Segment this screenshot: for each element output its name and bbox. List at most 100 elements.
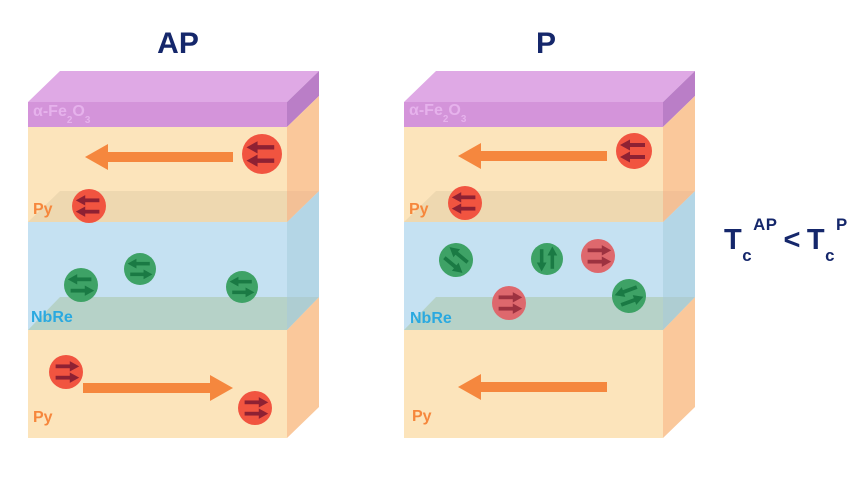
spin-arrow-icon [614, 285, 638, 297]
py-bottom-topface-band [28, 297, 287, 330]
pair-circle [492, 286, 526, 320]
nbre-side-face [663, 191, 695, 330]
spin-arrow-icon [127, 258, 150, 269]
spin-arrow-icon [246, 154, 275, 167]
triplet-pair-icon [616, 133, 652, 169]
pair-circle [448, 186, 482, 220]
nbre-topface-band-side [287, 191, 319, 222]
singlet-pair-icon [531, 243, 563, 275]
hematite-side-face [287, 71, 319, 127]
triplet-pair-icon [581, 239, 615, 273]
pair-circle [242, 134, 282, 174]
spin-arrow-icon [244, 397, 269, 408]
pair-circle [49, 355, 83, 389]
spin-arrow-icon [246, 141, 275, 154]
spin-arrow-icon [547, 246, 558, 269]
py-bottom-side-face [287, 297, 319, 438]
tc-right-sup: P [835, 214, 848, 234]
label-py-bottom-ap: Py [33, 409, 53, 426]
hematite-sub3: 3 [460, 113, 467, 125]
spin-arrow-icon [620, 139, 645, 151]
label-hematite-ap: α-Fe2O3 [33, 103, 90, 125]
label-py-top-p: Py [409, 201, 429, 218]
spin-arrow-icon [130, 269, 153, 280]
label-nbre-p: NbRe [410, 310, 452, 327]
spin-arrow-icon [498, 292, 523, 303]
triplet-pair-icon [448, 186, 482, 220]
hematite-text: α-Fe [409, 102, 443, 119]
nbre-topface-band [28, 191, 287, 222]
spin-arrow-icon [443, 256, 463, 273]
hematite-side-face [663, 71, 695, 127]
spin-arrow-icon [75, 195, 100, 206]
singlet-pair-icon [226, 271, 258, 303]
tc-inequality: TcAP<TcP [724, 216, 848, 263]
pair-circle [124, 253, 156, 285]
spin-arrow-icon [449, 247, 469, 264]
spin-arrow-icon [55, 372, 80, 383]
magnetization-arrow-icon [458, 374, 607, 400]
less-than-sign: < [783, 224, 801, 256]
singlet-pair-icon [124, 253, 156, 285]
pair-circle [226, 271, 258, 303]
hematite-top-face [404, 71, 695, 102]
magnetization-arrow-icon [458, 143, 607, 169]
tc-left-sub: c [742, 245, 753, 265]
spin-arrow-icon [498, 303, 523, 314]
hematite-front-face [28, 102, 287, 127]
triplet-pair-icon [238, 391, 272, 425]
spin-arrow-icon [587, 256, 612, 267]
tc-left-base: T [724, 224, 743, 256]
nbre-topface-band-side [663, 191, 695, 222]
tc-left-sup: AP [753, 214, 778, 234]
pair-circle [238, 391, 272, 425]
py-top-side-face [663, 96, 695, 222]
py-top-side-face [287, 96, 319, 222]
layer-stack-p [404, 71, 695, 438]
py-bottom-topface-band [404, 297, 663, 330]
hematite-sub3: 3 [84, 114, 91, 126]
spin-arrow-icon [620, 151, 645, 163]
magnetization-arrow-icon [85, 144, 233, 170]
triplet-pair-icon [72, 189, 106, 223]
singlet-pair-icon [611, 278, 647, 314]
nbre-topface-band [404, 191, 663, 222]
annotations-ap [49, 134, 282, 425]
spin-arrow-icon [55, 361, 80, 372]
py-bottom-topface-band-side [663, 297, 695, 330]
singlet-pair-icon [438, 242, 474, 278]
pair-circle [611, 278, 647, 314]
label-nbre-ap: NbRe [31, 309, 73, 326]
triplet-pair-icon [49, 355, 83, 389]
py-bottom-side-face [663, 297, 695, 438]
pair-circle [581, 239, 615, 273]
hematite-top-face [28, 71, 319, 102]
spin-arrow-icon [536, 249, 547, 272]
title-ap: AP [157, 27, 199, 60]
hematite-sub2: 2 [66, 114, 73, 126]
singlet-pair-icon [64, 268, 98, 302]
spin-arrow-icon [587, 245, 612, 256]
label-py-bottom-p: Py [412, 408, 432, 425]
spin-arrow-icon [451, 192, 476, 203]
spin-arrow-icon [451, 203, 476, 214]
pair-circle [531, 243, 563, 275]
spin-arrow-icon [67, 274, 92, 285]
spin-arrow-icon [70, 285, 95, 296]
hematite-sub2: 2 [442, 113, 449, 125]
pair-circle [64, 268, 98, 302]
tc-right-sub: c [825, 245, 835, 265]
pair-circle [438, 242, 474, 278]
layer-stack-ap [28, 71, 319, 438]
py-bottom-topface-band-side [287, 297, 319, 330]
nbre-side-face [287, 191, 319, 330]
title-p: P [535, 27, 556, 60]
triplet-pair-icon [242, 134, 282, 174]
pair-circle [72, 189, 106, 223]
hematite-o: O [448, 102, 461, 119]
annotations-p [438, 133, 652, 400]
label-py-top-ap: Py [33, 201, 53, 218]
spin-arrow-icon [620, 295, 644, 307]
spin-arrow-icon [244, 408, 269, 419]
